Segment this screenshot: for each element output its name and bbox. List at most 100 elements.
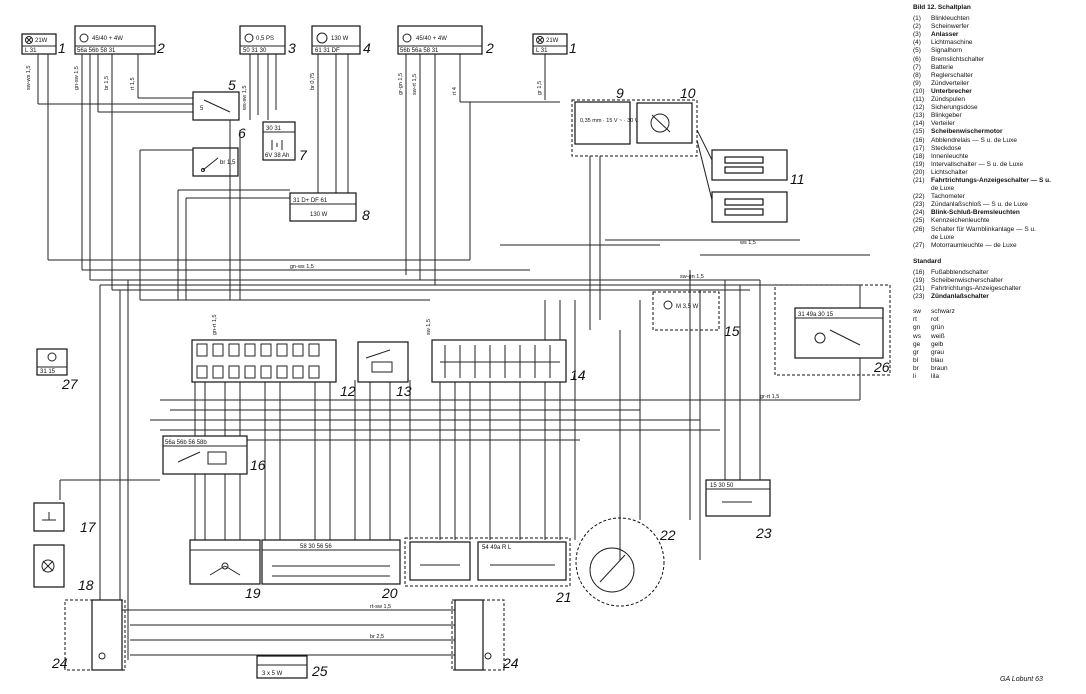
component-3-number: 3 [288,40,296,56]
component-22-tachometer: 22 [575,517,676,607]
legend-item: (5)Signalhorn [913,47,1083,55]
legend-item: (22)Tachometer [913,193,1083,201]
legend-item-key: (3) [913,31,921,39]
legend-item-key: (15) [913,128,925,136]
component-10-number: 10 [680,85,696,101]
component-1-pins: L 31 [25,48,37,54]
legend-item-key: (6) [913,55,921,63]
legend-title: Bild 12. Schaltplan [913,4,971,11]
component-12-fusebox: 12 [191,339,356,399]
component-3-starter: 0,5 PS 50 31 30 3 [239,25,296,56]
component-7-rating: 6V 38 Ah [265,153,289,159]
legend-item-text: Steckdose [931,144,962,152]
svg-text:gr 1,5: gr 1,5 [537,81,543,95]
legend-item-key: (13) [913,112,925,120]
legend-item: (10)Unterbrecher [913,88,1083,96]
component-5-number: 5 [228,77,236,93]
svg-text:ws 1,5: ws 1,5 [739,240,756,246]
legend-item-key: (14) [913,120,925,128]
component-18-number: 18 [78,577,94,593]
legend-item-text: de Luxe [931,185,955,193]
legend-color-item-key: ws [913,332,921,340]
component-4-number: 4 [363,40,371,56]
component-23-pins: 15 30 50 [710,483,734,489]
legend-standard-item-key: (16) [913,268,925,276]
legend-item-key: (10) [913,87,925,95]
wire-color-labels: sw-ws 1,5 gn-sw 1,5 br 1,5 rt 1,5 ws-sw … [26,66,779,640]
legend-color-item-key: rt [913,316,917,324]
legend-item: (1)Blinkleuchten [913,15,1083,23]
legend-standard-items: (16)Fußabblendschalter(19)Scheibenwische… [913,269,1083,301]
component-11-coils: 11 [696,129,805,223]
svg-text:sw-ws 1,5: sw-ws 1,5 [26,66,32,90]
legend-item: (9)Zündverteiler [913,80,1083,88]
legend-item-text: Zündverteiler [931,79,969,87]
svg-text:br 0,75: br 0,75 [310,73,316,90]
legend-standard-item-text: Fußabblendschalter [931,268,989,276]
legend-item: (23)Zündanlaßschloß — S u. de Luxe [913,201,1083,209]
legend-standard-item: (16) Fußabblendschalter [913,269,1083,277]
component-26-hazard-switch: 31 49a 30 15 26 [774,284,891,376]
legend-standard-item-text: Fahrtrichtungs-Anzeigeschalter [931,285,1021,293]
legend-item: (18)Innenleuchte [913,153,1083,161]
legend-color-item-text: blau [931,356,944,364]
legend-item-key: (26) [913,225,925,233]
legend-item-text: Bremslichtschalter [931,55,985,63]
legend-item-text: Motorraumleuchte — de Luxe [931,241,1017,249]
legend-item-text: de Luxe [931,233,955,241]
legend-item: (6) Bremslichtschalter [913,56,1083,64]
svg-text:rt-sw 1,5: rt-sw 1,5 [370,604,391,610]
legend-item-key: (27) [913,241,925,249]
component-16-pins: 56a 56b 56 58b [165,440,207,446]
component-5-horn: 5 5 [192,77,240,121]
component-2-right: 45/40 + 4W 56b 56a 58 31 2 [397,25,494,56]
legend-item-key: (24) [913,209,925,217]
component-21-pins: 54 49a R L [482,545,512,551]
component-25-plate-lamp: 3 x 5 W 25 [256,655,328,679]
component-13-flasher: 13 [357,341,412,399]
component-1b-pins: L 31 [536,48,548,54]
wires-bus [48,120,870,660]
legend-color-item-text: lila [931,373,939,381]
legend-item-key: (2) [913,23,921,31]
legend-item-text: Verteiler [931,120,955,128]
legend-items: (1)Blinkleuchten(2)Scheinwerfer(3)Anlass… [913,15,1083,250]
component-19-interval-switch: 19 [189,539,261,601]
component-27-number: 27 [61,376,79,392]
legend-item: (27) Motorraumleuchte — de Luxe [913,242,1083,250]
component-1-number: 1 [58,40,66,56]
component-15-wiper-motor: M 3,5 W 15 [652,291,740,339]
legend-standard-item-text: Scheibenwischerschalter [931,277,1003,284]
legend-item: (12)Sicherungsdose [913,104,1083,112]
svg-text:gr-gn 1,5: gr-gn 1,5 [398,73,404,95]
legend-item: (19)Intervallschalter — S u. de Luxe [913,161,1083,169]
component-20-light-switch: 58 30 56 56 20 [261,539,401,601]
component-2b-pins: 56b 56a 58 31 [400,48,439,54]
legend-item-text: Blink-Schluß-Bremsleuchten [931,209,1020,217]
component-17-number: 17 [80,519,97,535]
component-2-left: 45/40 + 4W 56a 56b 58 31 2 [74,25,165,56]
legend-item-key: (22) [913,193,925,201]
svg-text:gn-ws 1,5: gn-ws 1,5 [290,264,314,270]
component-27-lamp: 31 15 27 [36,348,79,392]
legend-item-key: (16) [913,136,925,144]
component-9-distributor: 0,35 mm · 15 V ~ · 30 W 9 [574,85,641,145]
legend-color-item-text: gelb [931,340,944,348]
component-14-junction: 14 [431,339,586,383]
legend-item-text: Batterie [931,63,954,71]
component-23-ignition: 15 30 50 23 [705,479,772,541]
legend-color-item-key: br [913,364,919,372]
component-6-number: 6 [238,125,246,141]
wires-top [37,54,560,290]
legend-item: (3)Anlasser [913,31,1083,39]
component-20-pins: 58 30 56 56 [300,544,332,550]
legend-item-text: Innenleuchte [931,152,969,160]
component-8-regulator: 31 D+ DF 61 130 W 8 [177,189,370,300]
component-24-right: 24 [451,599,519,671]
